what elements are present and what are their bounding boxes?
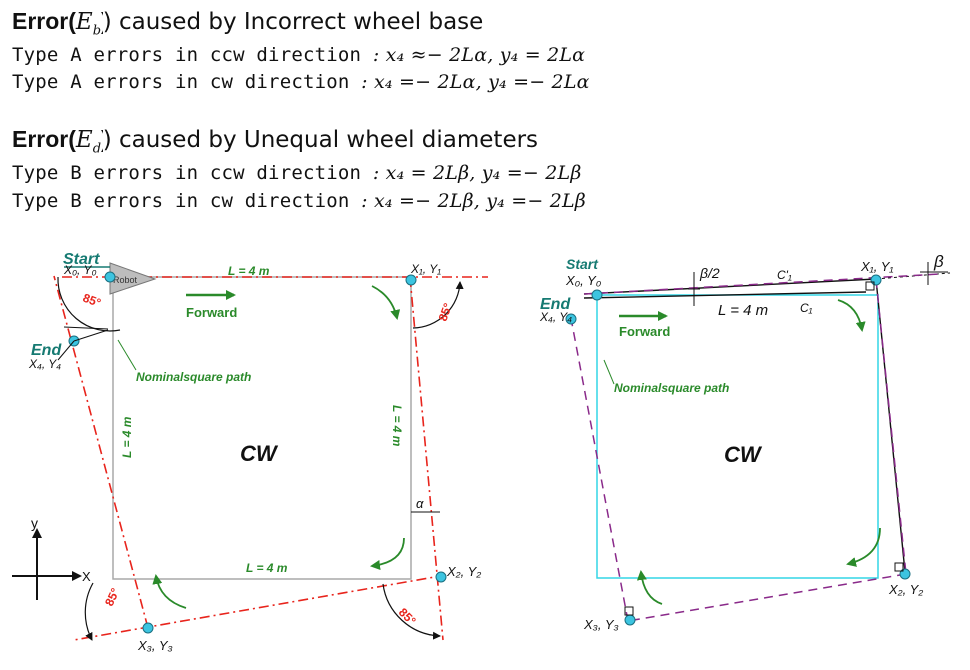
right-start-label: Start [566,256,599,272]
left-node-x1 [405,274,417,286]
error-d-title: Error(Ed)) caused by Unequal wheel diame… [12,126,539,157]
right-l-top: L = 4 m [718,302,768,319]
right-turn-arrow-2 [846,527,881,567]
right-x1-label: X₁, Y₁ [860,259,894,274]
left-x3-label: X₃, Y₃ [137,638,173,653]
left-diagram: Robot Start X₀, Y₀ End X₄, Y₄ L = 4 m X₁… [12,251,488,653]
axis-x-label: X [82,569,91,584]
right-x2-label: X₂, Y₂ [888,582,923,597]
left-nominal-square [112,276,412,580]
right-start-coord: X₀, Y₀ [565,273,602,288]
right-node-x3 [624,614,636,626]
left-start-label: Start [63,251,100,268]
right-beta-half: β/2 [699,265,720,281]
right-end-coord: X₄, Y₄ [539,310,572,324]
right-beta: β [933,252,944,271]
error-b-title: Error(Eb)) caused by Incorrect wheel bas… [12,8,484,39]
left-nominal-label: Nominalsquare path [136,370,251,384]
robot-icon: Robot [109,262,157,295]
error-d-type-b-ccw: Type B errors in ccw direction : x₄ = 2L… [12,162,582,184]
left-l-top: L = 4 m [228,264,270,278]
right-actual-path [583,278,906,573]
left-start-coord: X₀, Y₀ [63,263,97,277]
robot-label: Robot [113,275,138,285]
right-node-x1 [870,274,882,286]
right-forward-label: Forward [619,324,670,339]
right-node-end [565,313,577,325]
left-cw-label: CW [240,441,279,466]
axis-y-label: y [31,515,38,531]
left-end-label: End [31,342,62,359]
left-turn-arrow-3 [152,574,187,609]
left-turn-arrow-2 [370,537,405,570]
right-x3-label: X₃, Y₃ [583,617,619,632]
left-node-x2 [435,571,447,583]
left-l-bottom: L = 4 m [246,561,288,575]
left-angle-arcs [57,276,464,641]
right-diagram: Start X₀, Y₀ End X₄, Y₄ β/2 C'₁ C₁ L = 4… [539,252,951,632]
left-l-right: L = 4 m [390,405,404,447]
right-turn-arrow-3 [636,570,663,605]
error-b-type-a-cw: Type A errors in cw direction : x₄ =− 2L… [12,71,590,93]
left-angle-85-3: 85° [396,605,419,628]
left-angle-85-4: 85° [102,586,122,609]
left-l-left: L = 4 m [120,416,134,458]
right-end-label: End [540,296,571,313]
right-node-start [591,289,603,301]
right-turn-arrow-1 [837,299,866,332]
left-x1-label: X₁, Y₁ [410,262,441,276]
left-forward-label: Forward [186,305,237,320]
right-c1-prime: C'₁ [777,268,792,282]
right-nominal-label: Nominalsquare path [614,381,729,395]
left-node-start [104,271,116,283]
left-node-x3 [142,622,154,634]
left-alpha-label: α [416,496,424,511]
right-cw-label: CW [724,442,763,467]
error-d-type-b-cw: Type B errors in cw direction : x₄ =− 2L… [12,190,586,212]
left-angle-85-1: 85° [81,291,103,310]
left-x2-label: X₂, Y₂ [446,564,481,579]
left-end-coord: X₄, Y₄ [28,357,61,371]
left-turn-arrow-1 [371,285,401,320]
error-b-type-a-ccw: Type A errors in ccw direction : x₄ ≈− 2… [12,44,586,66]
left-angle-85-2: 85° [436,301,455,323]
right-c1: C₁ [800,301,813,315]
axis-indicator: X y [12,515,91,600]
right-purple-path [569,273,941,622]
